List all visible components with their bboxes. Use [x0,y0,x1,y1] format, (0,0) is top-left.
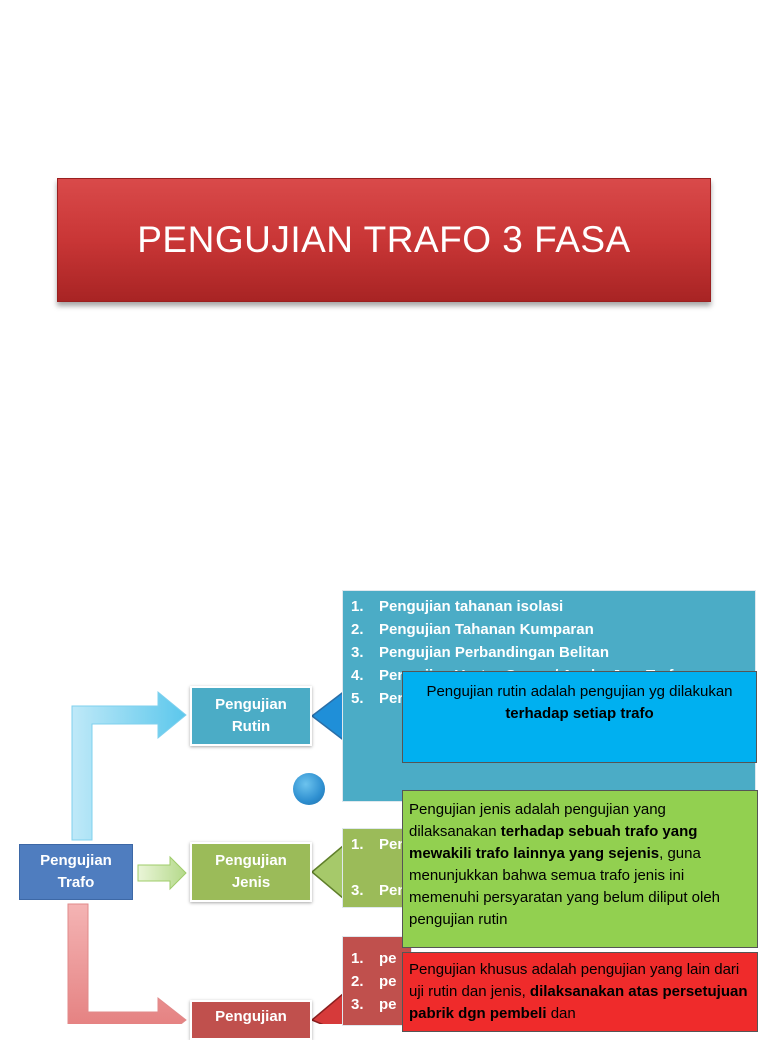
list-item: 2.Pengujian Tahanan Kumparan [351,621,594,638]
root-line1: Pengujian [40,852,112,869]
node-pengujian-rutin: Pengujian Rutin [190,686,312,746]
list-item: 3.Pen [351,882,407,899]
callout-khusus-text1: Pengujian khusus adalah pengujian yang l… [409,961,740,1000]
callout-khusus-text2: dan [546,1005,576,1022]
callout-rutin-bold: terhadap setiap trafo [505,705,654,722]
callout-khusus-bold: dilaksanakan atas persetujuan pabrik dgn… [409,983,748,1022]
callout-jenis-text1: Pengujian jenis adalah pengujian yang di… [409,801,666,840]
list-item: 1.Pen [351,836,407,853]
rutin-line1: Pengujian [215,696,287,713]
bullet-circle-icon [293,773,325,805]
slide-title: PENGUJIAN TRAFO 3 FASA [137,219,631,260]
root-node-pengujian-trafo: Pengujian Trafo [19,844,133,900]
title-banner: PENGUJIAN TRAFO 3 FASA [57,178,711,302]
callout-jenis-bold: terhadap sebuah trafo yang mewakili traf… [409,823,698,862]
khusus-line1: Pengujian [215,1008,287,1025]
list-item: 3.Pengujian Perbandingan Belitan [351,644,610,661]
arrow-to-jenis [137,855,187,891]
node-pengujian-jenis: Pengujian Jenis [190,842,312,902]
jenis-list: 1.Pen 3.Pen [343,829,411,902]
callout-rutin: Pengujian rutin adalah pengujian yg dila… [402,671,757,763]
arrow-to-rutin [71,690,187,841]
jenis-line2: Jenis [231,874,271,891]
list-item: 1.Pengujian tahanan isolasi [351,598,564,615]
arrow-to-khusus [67,903,187,1024]
list-item: 2.pe [351,973,397,990]
jenis-line1: Pengujian [215,852,287,869]
callout-khusus: Pengujian khusus adalah pengujian yang l… [402,952,758,1032]
rutin-line2: Rutin [231,718,271,735]
node-pengujian-khusus: Pengujian [190,1000,312,1040]
callout-rutin-text: Pengujian rutin adalah pengujian yg dila… [426,683,733,700]
callout-jenis: Pengujian jenis adalah pengujian yang di… [402,790,758,948]
khusus-list: 1.pe 2.pe 3.pe [343,937,411,1016]
root-line2: Trafo [57,874,95,891]
list-item: 1.pe [351,950,397,967]
callout-jenis-text2: , guna menunjukkan bahwa semua trafo jen… [409,845,721,928]
list-item: 3.pe [351,996,397,1013]
